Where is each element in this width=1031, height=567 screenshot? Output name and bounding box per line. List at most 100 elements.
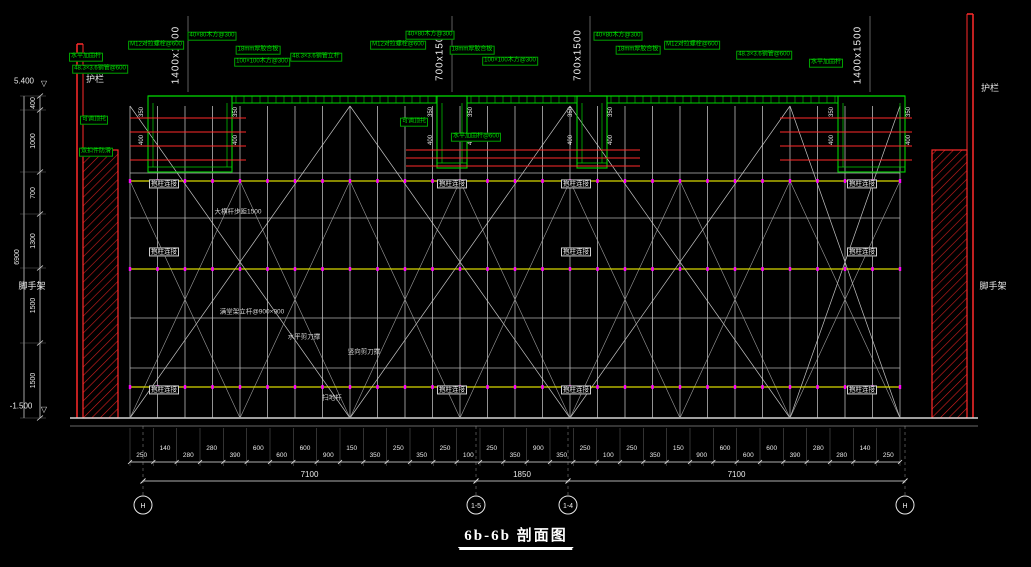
- coupler-marker: [403, 267, 407, 271]
- axis-bubble-label: 1-5: [471, 503, 481, 510]
- coupler-marker: [651, 267, 654, 271]
- callout-green: 48.3×3.6钢管@600: [736, 50, 792, 60]
- coupler-marker: [843, 385, 847, 389]
- beam-edge-dim: 400: [608, 134, 614, 145]
- coupler-marker: [541, 179, 544, 183]
- beam-formwork: [837, 95, 906, 173]
- pier-right: [931, 149, 968, 419]
- note-white: 大横杆步距1500: [214, 208, 262, 216]
- bottom-dim-value: 150: [346, 445, 357, 452]
- left-dim-value: 400: [30, 97, 37, 109]
- diagonal-brace: [129, 105, 351, 419]
- coupler-marker: [788, 267, 792, 271]
- callout-green: 40×80木方@300: [187, 31, 237, 41]
- bottom-dim-value: 250: [393, 445, 404, 452]
- coupler-marker: [486, 385, 489, 389]
- bottom-dim-value: 280: [813, 445, 824, 452]
- column-tie-label: 抱柱连接: [149, 385, 179, 395]
- pier-left: [82, 149, 119, 419]
- callout-green: M12对拉螺栓@600: [370, 40, 426, 50]
- dim-tick: [547, 459, 553, 465]
- coupler-marker: [596, 179, 599, 183]
- note-white: 扫地杆: [322, 394, 342, 402]
- elevation-top: 5.400: [13, 76, 35, 86]
- coupler-marker: [458, 267, 462, 271]
- dim-tick: [804, 459, 809, 465]
- coupler-marker: [623, 385, 627, 389]
- coupler-marker: [183, 267, 187, 271]
- axis-bubble: [466, 495, 486, 515]
- coupler-marker: [678, 179, 682, 183]
- dim-tick: [874, 459, 879, 465]
- coupler-marker: [596, 267, 599, 271]
- beam-size-dim: 700x1500: [572, 29, 584, 81]
- beam-edge-dim: 400: [139, 134, 145, 145]
- dim-tick: [407, 459, 413, 465]
- callout-green: 可调顶托: [399, 117, 429, 127]
- coupler-marker: [816, 385, 819, 389]
- dim-tick: [781, 459, 786, 465]
- diagonal-brace: [349, 180, 461, 419]
- axis-bubble: [558, 495, 578, 515]
- beam-edge-dim: 350: [468, 106, 474, 117]
- beam-size-dim: 1400x1500: [852, 25, 864, 85]
- coupler-marker: [211, 267, 214, 271]
- coupler-marker: [238, 179, 242, 183]
- axis-bubble-label: H: [140, 503, 145, 510]
- bottom-dim-value: 900: [696, 452, 707, 459]
- dim-tick: [501, 459, 506, 465]
- beam-formwork: [436, 95, 468, 169]
- coupler-marker: [898, 179, 902, 183]
- axis-bubble: [133, 495, 153, 515]
- left-dim-value: 1500: [30, 373, 37, 389]
- coupler-marker: [651, 179, 654, 183]
- bottom-dim-value: 350: [416, 452, 427, 459]
- bottom-dim-value: 250: [486, 445, 497, 452]
- coupler-marker: [623, 267, 627, 271]
- coupler-marker: [321, 179, 324, 183]
- elevation-bottom: -1.500: [9, 401, 33, 411]
- bottom-dim-value: 140: [860, 445, 871, 452]
- coupler-marker: [513, 179, 517, 183]
- beam-formwork: [576, 95, 608, 169]
- coupler-marker: [431, 267, 434, 271]
- dim-tick: [524, 459, 529, 465]
- elevation-mark: ▽: [41, 405, 48, 414]
- column-tie-label: 抱柱连接: [847, 179, 877, 189]
- dim-tick: [664, 459, 669, 465]
- bottom-dim-value: 250: [883, 452, 894, 459]
- coupler-marker: [761, 267, 764, 271]
- coupler-marker: [376, 267, 379, 271]
- column-tie-label: 抱柱连接: [847, 385, 877, 395]
- coupler-marker: [128, 179, 132, 183]
- bottom-dim-value: 390: [230, 452, 241, 459]
- coupler-marker: [843, 267, 847, 271]
- dim-tick: [431, 459, 436, 465]
- coupler-marker: [321, 385, 324, 389]
- dim-tick: [361, 459, 366, 465]
- callout-green: 双扣件防滑: [78, 147, 114, 157]
- coupler-marker: [816, 267, 819, 271]
- coupler-marker: [788, 385, 792, 389]
- coupler-marker: [348, 179, 352, 183]
- coupler-marker: [266, 267, 269, 271]
- dim-tick: [851, 459, 856, 465]
- coupler-marker: [238, 385, 242, 389]
- coupler-marker: [486, 179, 489, 183]
- bottom-dim-value: 350: [650, 452, 661, 459]
- drawing-title: 6b-6b 剖面图: [458, 524, 574, 548]
- axis-bubble-label: H: [902, 503, 907, 510]
- coupler-marker: [541, 385, 544, 389]
- diagonal-brace: [129, 180, 241, 419]
- diagonal-brace: [679, 180, 791, 419]
- coupler-marker: [678, 267, 682, 271]
- coupler-marker: [183, 385, 187, 389]
- coupler-marker: [376, 179, 379, 183]
- coupler-marker: [541, 267, 544, 271]
- left-dim-value: 1500: [30, 298, 37, 314]
- coupler-marker: [348, 267, 352, 271]
- callout-green: M12对拉螺栓@600: [128, 40, 184, 50]
- note-white: 水平剪刀撑: [287, 333, 321, 341]
